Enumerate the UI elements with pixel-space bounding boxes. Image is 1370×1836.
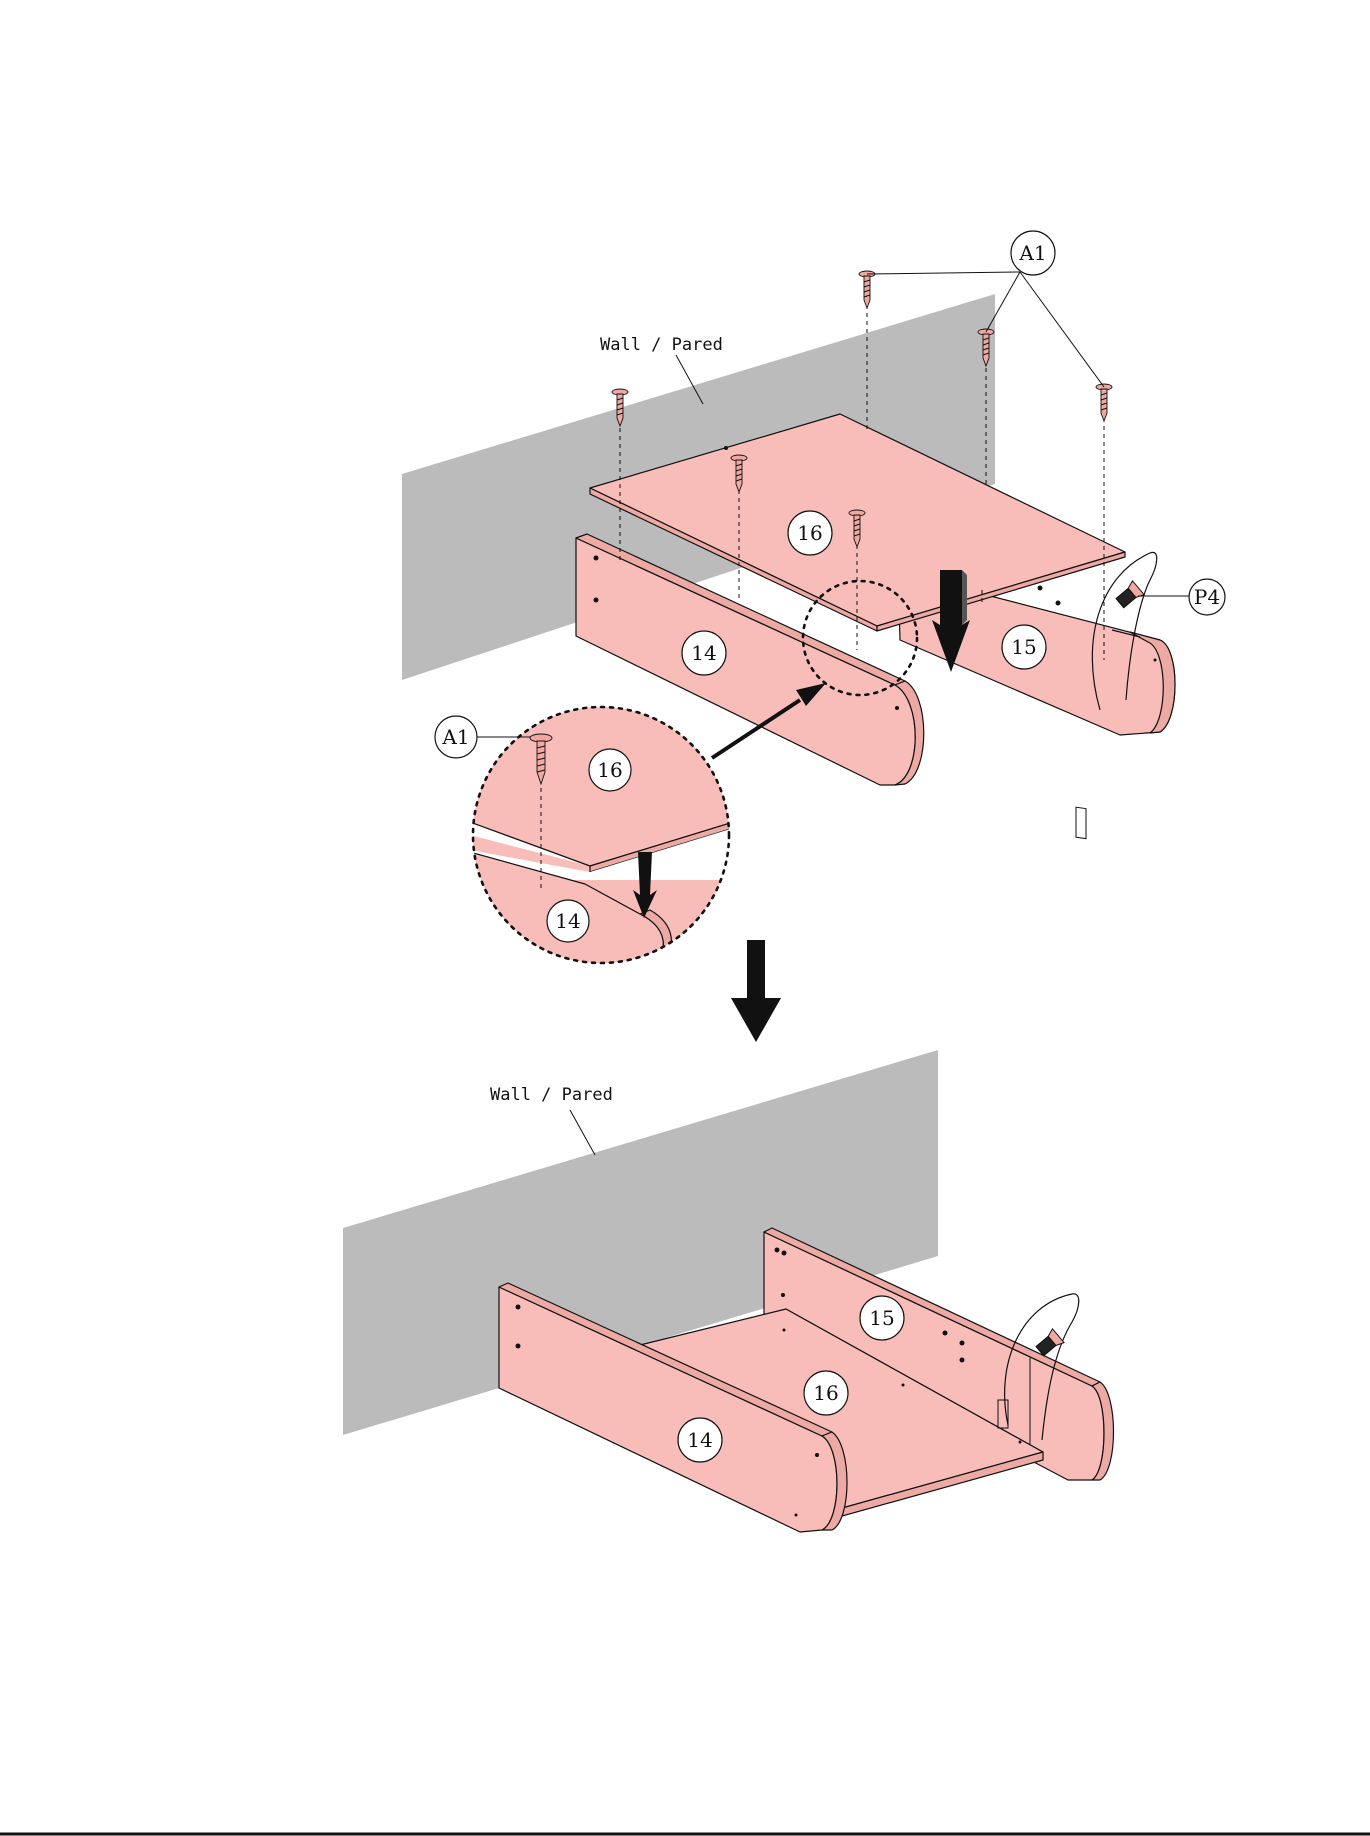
wall-label-bottom: Wall / Pared [490,1085,613,1155]
step-assembled-view: 15 16 14 Wall / Pared [343,1050,1114,1532]
callout-16-top: 16 [788,511,832,555]
callout-15-label: 15 [1011,635,1036,659]
callout-14-detail-label: 14 [555,909,580,933]
callout-a1-label: A1 [1018,241,1046,265]
next-step-arrow-icon [731,940,781,1042]
wall-label-top-text: Wall / Pared [600,335,723,355]
callout-14-top: 14 [682,631,726,675]
callout-a1-detail-label: A1 [441,725,469,749]
callout-16-bottom: 16 [804,1371,848,1415]
callout-16-label: 16 [797,521,822,545]
callout-15-bottom: 15 [860,1296,904,1340]
screw-icon [859,271,875,308]
callout-15-top: 15 [1002,625,1046,669]
callout-p4-label: P4 [1194,585,1220,609]
callout-16-detail-label: 16 [597,758,622,782]
callout-14-label: 14 [691,641,716,665]
callout-14-detail: 14 [547,900,589,942]
callout-16-bottom-label: 16 [813,1381,838,1405]
callout-16-detail: 16 [589,749,631,791]
callout-14-bottom-label: 14 [687,1428,712,1452]
detail-view: A1 16 14 [435,700,740,970]
screw-icon [1096,384,1112,421]
callout-14-bottom: 14 [678,1418,722,1462]
wall-label-bottom-text: Wall / Pared [490,1085,613,1105]
connector-icon [1114,581,1144,610]
callout-15-bottom-label: 15 [869,1306,894,1330]
